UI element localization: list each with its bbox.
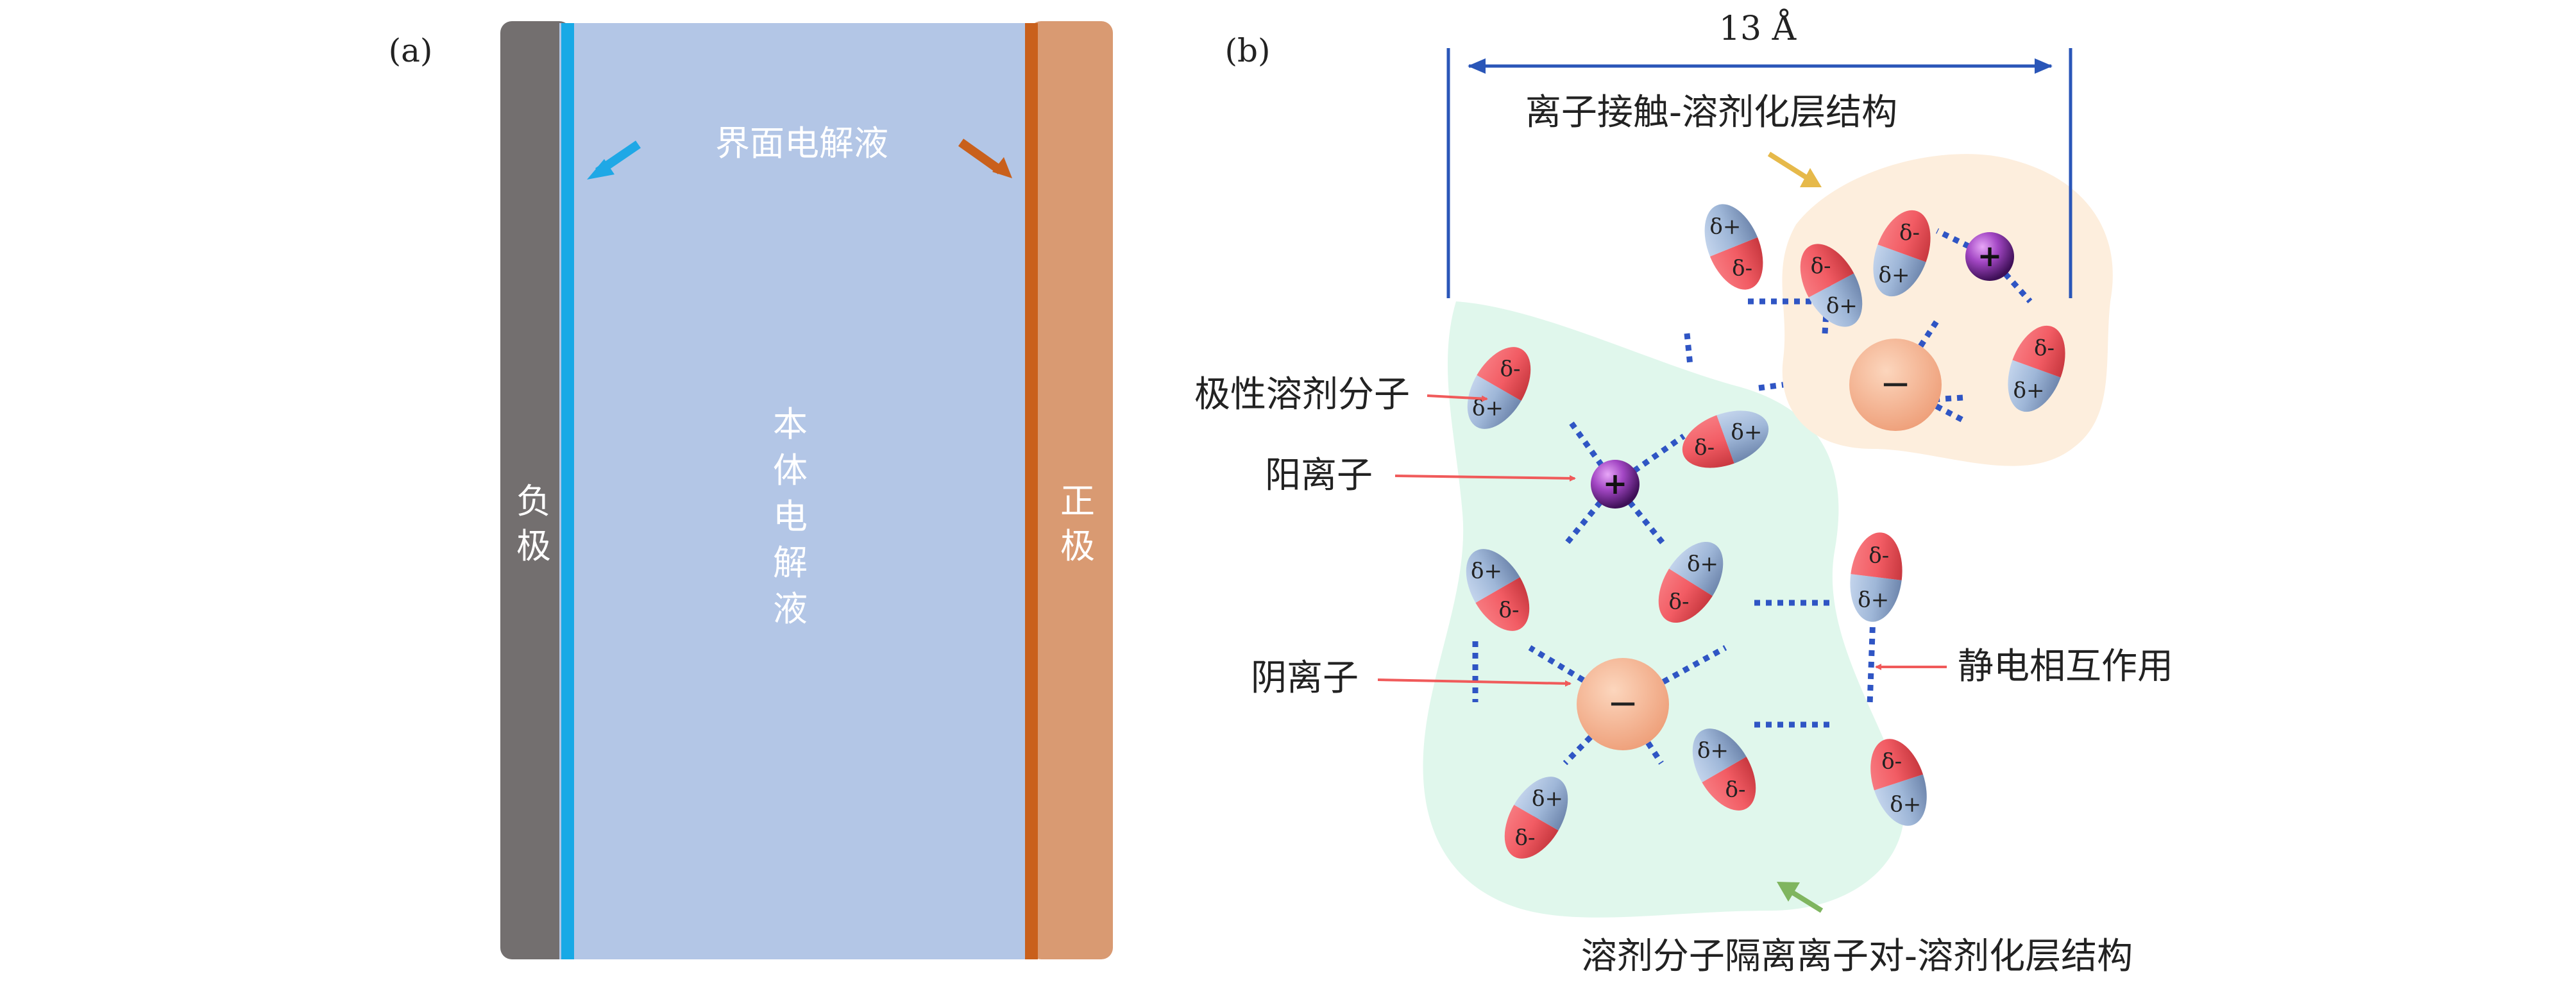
polar-solvent-molecule: δ-δ+ xyxy=(1704,204,1763,290)
cation-label: 阳离子 xyxy=(1265,455,1373,496)
polar-solvent-molecule: δ-δ+ xyxy=(1658,542,1724,623)
svg-text:δ-: δ- xyxy=(1725,777,1746,802)
cation: + xyxy=(1591,460,1640,509)
panel-a-label: (a) xyxy=(389,32,433,69)
svg-text:δ-: δ- xyxy=(1899,220,1920,246)
polar-solvent-molecule: δ+ δ- xyxy=(1800,244,1863,327)
interface-arrow-left xyxy=(587,140,641,180)
positive-electrode xyxy=(1030,21,1113,959)
cation: + xyxy=(1965,232,2014,281)
svg-text:δ+: δ+ xyxy=(1826,293,1858,319)
svg-text:δ-: δ- xyxy=(1868,543,1889,568)
polar-solvent-molecule: δ-δ+ xyxy=(1682,410,1769,468)
svg-text:δ+: δ+ xyxy=(2013,378,2045,403)
panel-a: (a) 负极 正极 界面电解液 本体电解液 xyxy=(389,21,1113,959)
anion-label: 阴离子 xyxy=(1251,657,1359,699)
negative-electrode xyxy=(500,21,571,959)
svg-text:δ-: δ- xyxy=(1515,825,1536,850)
bulk-electrolyte-label: 本体电解液 xyxy=(773,404,808,629)
anion: − xyxy=(1577,658,1669,750)
bond xyxy=(1758,382,1784,391)
svg-text:δ-: δ- xyxy=(1732,255,1752,281)
electrostatic-label: 静电相互作用 xyxy=(1958,646,2173,687)
svg-text:δ+: δ+ xyxy=(1687,551,1718,577)
svg-text:δ-: δ- xyxy=(2034,335,2055,361)
dimension-13A: 13 Å xyxy=(1446,8,2072,298)
svg-text:δ+: δ+ xyxy=(1890,791,1921,817)
svg-text:−: − xyxy=(1607,681,1639,725)
polar-solvent-molecule: δ-δ+ xyxy=(1466,549,1530,631)
panel-b: (b) 13 Å δ-δ+δ+δ-δ+δ-δ-δ+δ+δ-δ-δ+δ-δ+δ+δ… xyxy=(1194,8,2173,977)
polar-solvent-molecule: δ-δ+ xyxy=(1504,777,1568,859)
anion-arrow xyxy=(1377,678,1572,687)
polar-solvent-label: 极性溶剂分子 xyxy=(1194,374,1410,416)
positive-electrode-label: 正极 xyxy=(1060,481,1095,566)
interface-electrolyte-label: 界面电解液 xyxy=(715,123,888,164)
positive-interface-layer xyxy=(1025,23,1038,959)
contact-ion-structure-label: 离子接触-溶剂化层结构 xyxy=(1525,92,1897,133)
svg-text:δ+: δ+ xyxy=(1697,738,1729,764)
svg-text:δ+: δ+ xyxy=(1532,786,1563,812)
solvent-separated-structure-label: 溶剂分子隔离离子对-溶剂化层结构 xyxy=(1581,936,2133,977)
bond xyxy=(1936,228,1991,260)
polar-solvent-molecule: δ+ δ- xyxy=(2008,325,2065,412)
negative-electrode-label: 负极 xyxy=(516,481,551,566)
dimension-label: 13 Å xyxy=(1719,8,1797,48)
svg-text:+: + xyxy=(1978,239,2003,273)
svg-text:δ-: δ- xyxy=(1500,357,1521,382)
svg-text:δ-: δ- xyxy=(1668,589,1689,615)
polar-solvent-molecule: δ+δ- xyxy=(1467,347,1531,429)
polar-solvent-molecule: δ-δ+ xyxy=(1692,728,1756,811)
svg-text:δ+: δ+ xyxy=(1731,419,1762,445)
svg-text:δ+: δ+ xyxy=(1858,587,1889,613)
polar-solvent-arrow xyxy=(1427,394,1488,402)
panel-b-label: (b) xyxy=(1224,32,1270,69)
bond xyxy=(1867,615,1876,706)
contact-arrow xyxy=(1767,151,1822,187)
negative-interface-layer xyxy=(561,23,574,959)
svg-text:δ+: δ+ xyxy=(1879,262,1910,288)
svg-text:δ-: δ- xyxy=(1499,597,1520,623)
svg-text:δ-: δ- xyxy=(1694,435,1715,460)
polar-solvent-molecule: δ+ δ- xyxy=(1873,210,1931,297)
svg-text:δ+: δ+ xyxy=(1709,214,1741,240)
svg-text:δ-: δ- xyxy=(1881,749,1902,775)
ions: + + − − xyxy=(1577,232,2014,750)
bond xyxy=(1684,333,1693,366)
anion: − xyxy=(1849,339,1942,431)
solvent-molecules: δ-δ+δ+δ-δ+δ-δ-δ+δ+δ-δ-δ+δ-δ+δ+δ-δ-δ+δ-δ+… xyxy=(1466,204,2065,859)
bond xyxy=(1621,645,1727,707)
solvent-separated-arrow xyxy=(1777,882,1824,913)
svg-text:+: + xyxy=(1603,466,1628,501)
bond xyxy=(1987,254,2033,304)
svg-text:δ+: δ+ xyxy=(1471,559,1502,584)
polar-solvent-molecule: δ+ δ- xyxy=(1870,739,1927,826)
svg-text:δ-: δ- xyxy=(1811,253,1831,279)
svg-text:−: − xyxy=(1880,362,1911,405)
electrolyte-region xyxy=(559,23,1034,959)
interface-arrow-right xyxy=(958,139,1012,178)
polar-solvent-molecule: δ+ δ- xyxy=(1850,532,1902,622)
cation-arrow xyxy=(1394,475,1576,482)
